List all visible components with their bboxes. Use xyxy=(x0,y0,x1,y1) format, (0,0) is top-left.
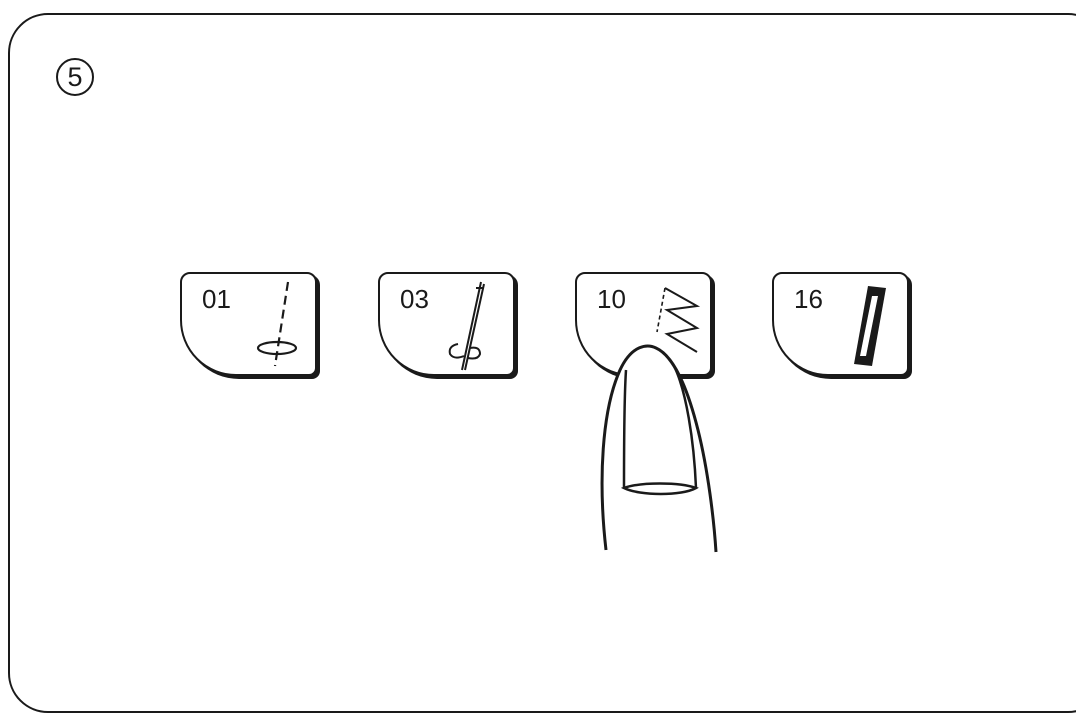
illustration-frame xyxy=(8,13,1076,713)
step-number: 5 xyxy=(67,64,82,91)
finger-icon xyxy=(590,330,740,560)
triple-stretch-stitch-icon xyxy=(376,274,513,378)
step-number-badge: 5 xyxy=(56,58,94,96)
stitch-key-16[interactable]: 16 xyxy=(772,272,909,376)
buttonhole-icon xyxy=(770,274,907,378)
stitch-key-03[interactable]: 03 xyxy=(378,272,515,376)
straight-stitch-icon xyxy=(178,274,315,378)
stitch-key-01[interactable]: 01 xyxy=(180,272,317,376)
